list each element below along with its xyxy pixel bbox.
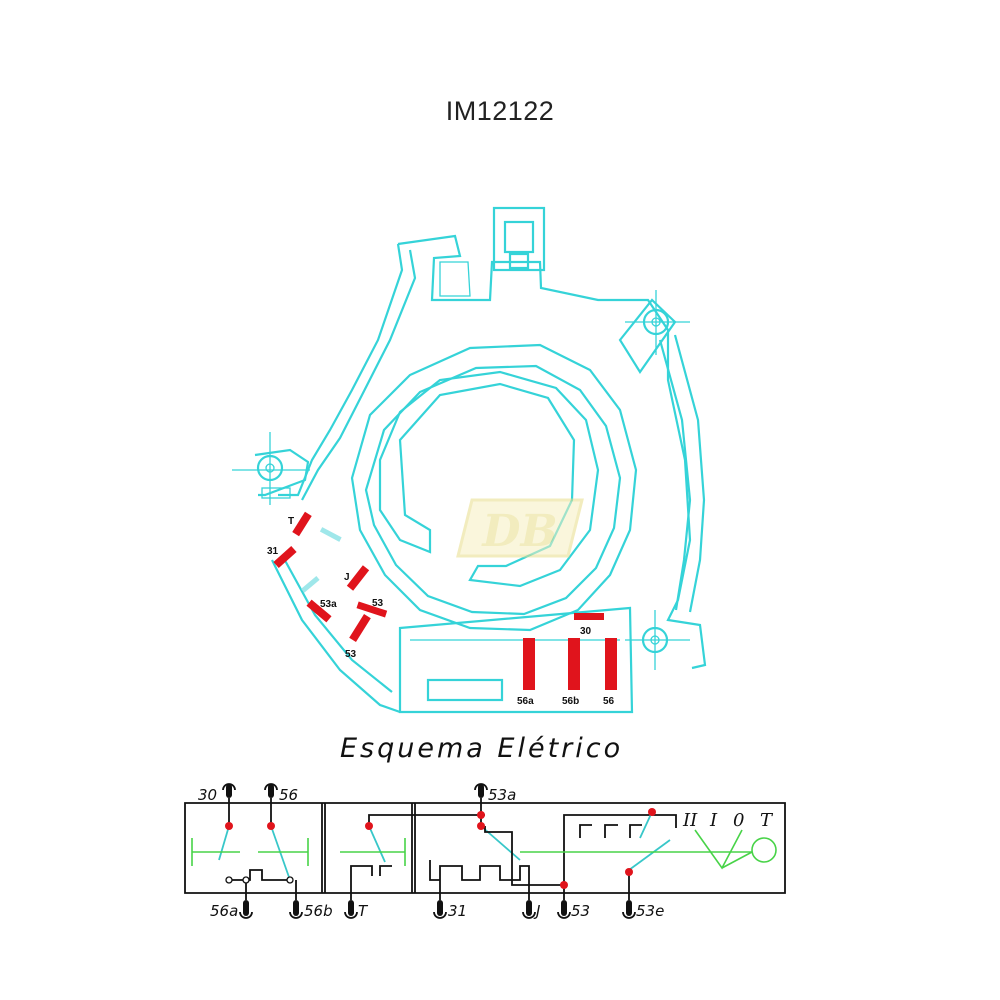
top-terminals	[222, 783, 488, 798]
label-31: 31	[267, 546, 279, 557]
contact-t	[292, 511, 312, 537]
contact-53-right	[356, 601, 388, 618]
label-53-bottom: 53	[345, 649, 357, 660]
label-56a: 56a	[517, 696, 534, 707]
contact-labels: T 31 J 53a 53 53 30 56a 56b 56	[267, 516, 615, 707]
label-53a: 53a	[320, 599, 337, 610]
contact-56a	[523, 638, 535, 690]
position-ii: II	[682, 810, 698, 831]
position-i: I	[709, 810, 718, 831]
junction-dots	[225, 808, 656, 889]
position-0: 0	[733, 810, 744, 831]
contact-slots	[301, 527, 342, 593]
contact-53a	[306, 599, 332, 623]
label-30: 30	[580, 626, 592, 637]
electrical-schematic: 30 56 53a 56a 56b T 31 J 53 53e	[184, 783, 786, 920]
contact-j	[346, 565, 370, 591]
term-53a: 53a	[488, 786, 516, 804]
contact-53-bottom	[349, 614, 371, 642]
contacts	[273, 511, 617, 690]
term-56b: 56b	[304, 902, 333, 920]
contact-31	[273, 545, 297, 569]
term-56a: 56a	[210, 902, 238, 920]
term-56: 56	[279, 786, 298, 804]
label-56b: 56b	[562, 696, 579, 707]
position-t: T	[760, 810, 774, 831]
term-31: 31	[448, 902, 467, 920]
bottom-terminals	[239, 900, 636, 919]
schematic-title: Esquema Elétrico	[340, 733, 624, 764]
contact-56b	[568, 638, 580, 690]
switch-housing-outline	[232, 206, 707, 714]
label-j: J	[344, 572, 350, 583]
watermark-text: DB	[480, 506, 557, 557]
label-56: 56	[603, 696, 615, 707]
diagram-title: IM12122	[445, 96, 555, 126]
term-t: T	[358, 902, 369, 920]
term-j: J	[533, 902, 540, 920]
label-t: T	[288, 516, 294, 527]
term-30: 30	[198, 786, 217, 804]
contact-56	[605, 638, 617, 690]
slot-upper	[319, 527, 342, 542]
label-53-right: 53	[372, 598, 384, 609]
contact-30	[574, 613, 604, 620]
term-53e: 53e	[636, 902, 664, 920]
slot-lower	[301, 576, 320, 593]
term-53: 53	[571, 902, 590, 920]
db-watermark-logo: DB	[456, 498, 584, 558]
